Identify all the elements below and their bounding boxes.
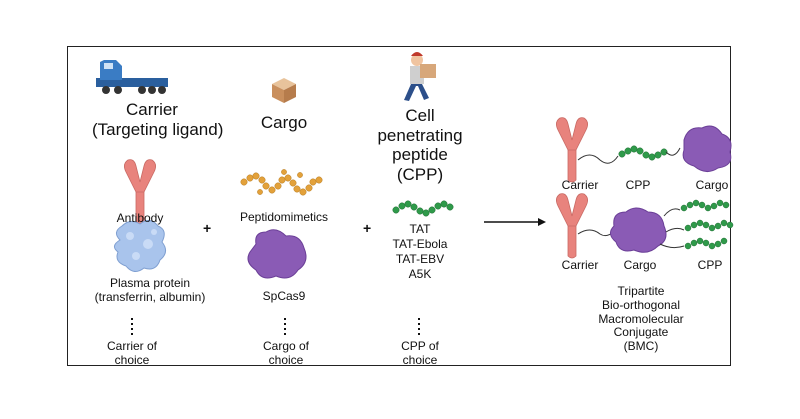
row1-carrier-label: Carrier — [561, 178, 599, 192]
peptidomimetic-icon — [240, 169, 323, 196]
carrier-header: Carrier (Targeting ligand) — [92, 100, 224, 139]
plasma-protein-label: Plasma protein (transferrin, albumin) — [82, 276, 218, 305]
cpp-choice-label: CPP of choice — [380, 339, 460, 368]
bmc-title-line3: Macromolecular — [598, 311, 684, 326]
carrier-header-line2: (Targeting ligand) — [92, 119, 224, 139]
cpp-chain-icon — [392, 200, 454, 217]
conjugate-row-1 — [555, 117, 732, 183]
antibody-label: Antibody — [116, 211, 164, 225]
cpp-item-tat-ebola: TAT-Ebola — [392, 237, 448, 251]
dotted-connectors — [131, 318, 420, 336]
row2-carrier-label: Carrier — [561, 258, 599, 272]
row1-cpp-label: CPP — [625, 178, 651, 192]
cargo-choice-label: Cargo of choice — [246, 339, 326, 368]
bmc-title-line2: Bio-orthogonal — [601, 297, 681, 312]
cpp-item-a5k: A5K — [408, 267, 432, 281]
cpp-list: TAT TAT-Ebola TAT-EBV A5K — [380, 222, 460, 282]
bmc-title-line5: (BMC) — [623, 339, 659, 354]
peptidomimetics-label: Peptidomimetics — [239, 210, 329, 224]
box-icon — [272, 78, 296, 103]
cpp-choice-line1: CPP of — [401, 339, 439, 353]
spcas9-icon — [247, 229, 307, 279]
cargo-header: Cargo — [260, 113, 308, 132]
cpp-header-line2: penetrating — [377, 125, 463, 145]
conjugate-row-2 — [555, 193, 734, 259]
cpp-choice-line2: choice — [402, 352, 438, 367]
carrier-choice-line1: Carrier of — [106, 339, 157, 353]
truck-icon — [96, 60, 168, 94]
cpp-header-line4: (CPP) — [396, 164, 444, 184]
plus-sign-2: + — [363, 220, 372, 236]
bmc-title: Tripartite Bio-orthogonal Macromolecular… — [586, 284, 696, 354]
bmc-title-line1: Tripartite — [617, 284, 665, 298]
carrier-choice-label: Carrier of choice — [92, 339, 172, 368]
cargo-choice-line1: Cargo of — [262, 339, 310, 353]
cpp-item-tat: TAT — [409, 222, 431, 236]
plus-sign-1: + — [203, 220, 212, 236]
row2-cargo-label: Cargo — [623, 258, 657, 272]
carrier-header-line1: Carrier — [126, 100, 178, 119]
cpp-header-line3: peptide — [392, 145, 448, 165]
plasma-protein-line2: (transferrin, albumin) — [94, 289, 206, 304]
row2-cpp-label: CPP — [697, 258, 723, 272]
delivery-person-icon — [404, 52, 436, 101]
plasma-protein-icon — [114, 220, 166, 272]
plasma-protein-line1: Plasma protein — [109, 276, 191, 290]
cpp-header: Cell penetrating peptide (CPP) — [368, 106, 472, 184]
spcas9-label: SpCas9 — [262, 289, 306, 303]
row1-cargo-label: Cargo — [695, 178, 729, 192]
bmc-title-line4: Conjugate — [613, 325, 669, 340]
cpp-item-tat-ebv: TAT-EBV — [395, 252, 445, 266]
arrow-icon — [484, 218, 546, 226]
cargo-choice-line2: choice — [268, 352, 304, 367]
cpp-header-line1: Cell — [405, 106, 435, 125]
carrier-choice-line2: choice — [114, 352, 150, 367]
